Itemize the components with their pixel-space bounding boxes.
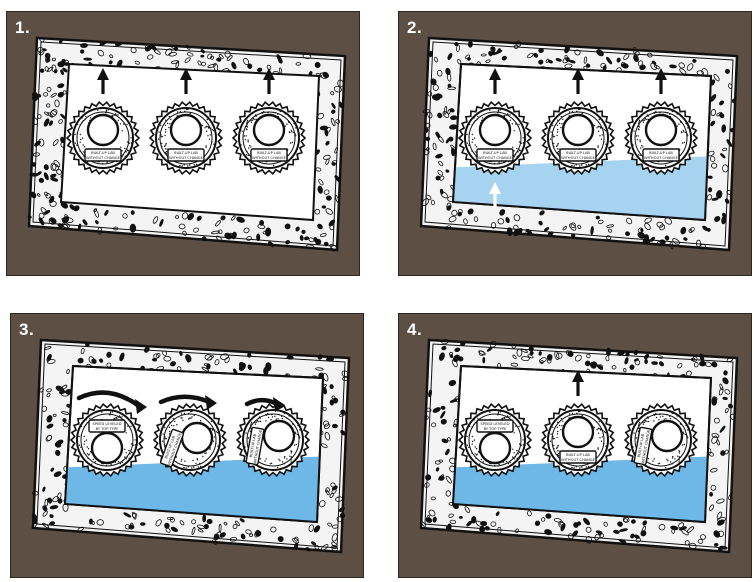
knob-label-text: BUILT-UP LAB (566, 453, 590, 457)
knob-lens (264, 421, 294, 451)
knob-lens (182, 423, 212, 453)
knob-lens (563, 115, 593, 145)
knob-lens (88, 115, 118, 145)
knob-lens (92, 433, 122, 463)
knob-label-text: BUILT-UP LAB (174, 151, 198, 155)
step-4-label: 4. (407, 320, 422, 340)
knob-label-text: BUILT-UP LAB (649, 151, 673, 155)
knob-label-text: BUILT-UP LAB (91, 151, 115, 155)
knob-label-text: SPEED LEVELED (481, 422, 510, 426)
knob-lens (652, 421, 682, 451)
knob-lens (480, 433, 510, 463)
knob-label-text: SPEED LEVELED (93, 422, 122, 426)
knob-label-text: BUILT-UP LAB (257, 151, 281, 155)
knob-label-text: BY TOP TYPE (484, 427, 507, 431)
knob-lens (480, 115, 510, 145)
knob-label-text: WITHOUT CHANGE (252, 156, 286, 160)
knob-label-text: WITHOUT CHANGE (478, 156, 512, 160)
knob-label-text: BUILT-UP LAB (566, 151, 590, 155)
step-1-label: 1. (15, 18, 30, 38)
knob-label-text: WITHOUT CHANGE (86, 156, 120, 160)
knob-label-text: WITHOUT CHANGE (169, 156, 203, 160)
knob-lens (254, 115, 284, 145)
knob-label-text: WITHOUT CHANGE (644, 156, 678, 160)
step-2-label: 2. (407, 18, 422, 38)
knob-label-text: BY TOP TYPE (96, 427, 119, 431)
knob-label-text: WITHOUT CHANGE (561, 458, 595, 462)
knob-lens (563, 417, 593, 447)
step-3-label: 3. (19, 320, 34, 340)
knob-lens (171, 115, 201, 145)
knob-label-text: BUILT-UP LAB (483, 151, 507, 155)
knob-lens (646, 115, 676, 145)
knob-label-text: WITHOUT CHANGE (561, 156, 595, 160)
